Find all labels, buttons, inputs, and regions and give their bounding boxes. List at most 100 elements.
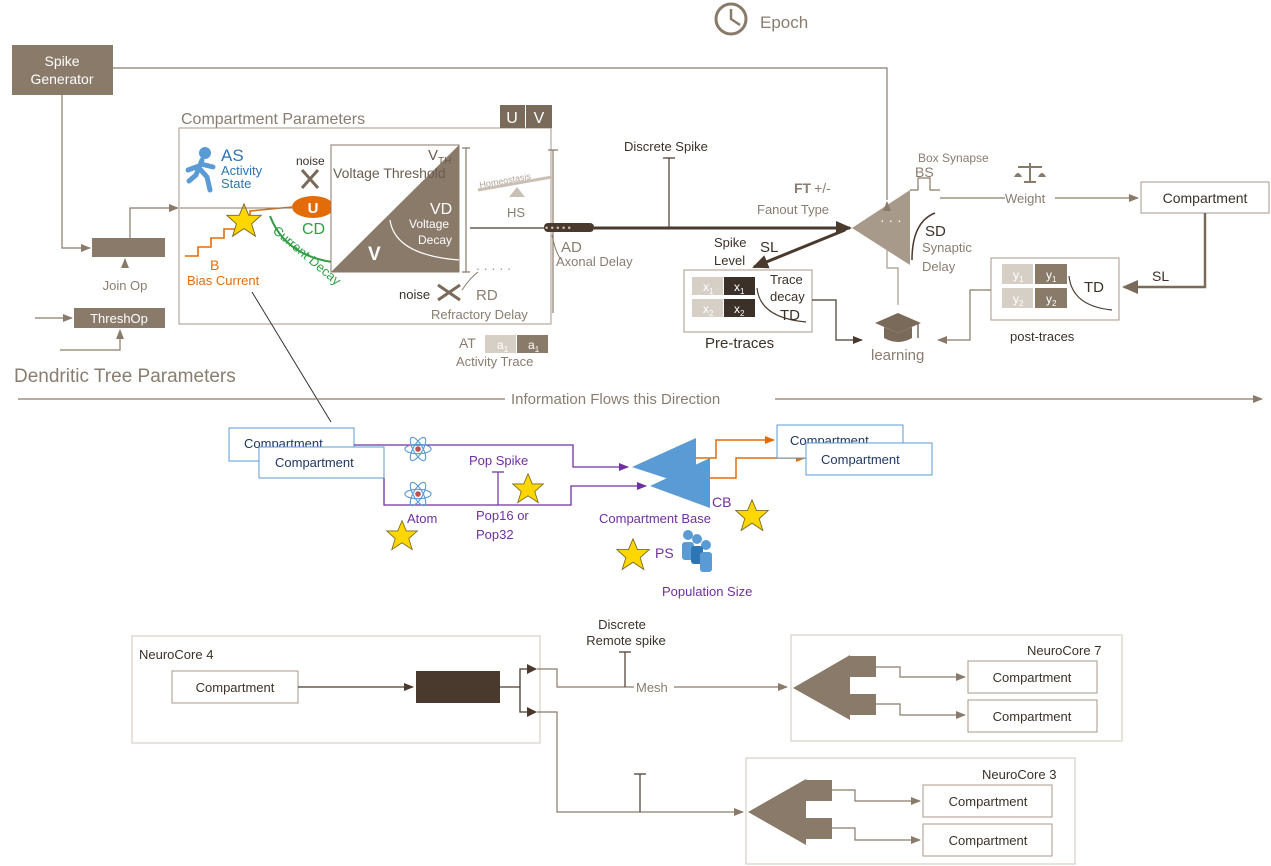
spike-level-arrow [752,228,846,269]
nc3-compartment-box-1 [922,784,1053,818]
pre-traces-to-learning-wire [812,299,863,344]
star-icon [512,473,544,504]
people-icon [682,530,712,572]
nc7-compartment-label-2: Compartment [993,709,1072,724]
y1-cell-1-text: y1 [1013,268,1024,284]
as-line2: State [221,176,251,191]
synapse-dots: · · · [880,212,902,228]
population-size-label: Population Size [662,584,752,599]
nc3-synapse-triangle [748,779,806,845]
as-line1: Activity [221,163,263,178]
vd-abbr: VD [430,201,452,218]
nc7-compartment-box-1 [967,660,1098,694]
ad-abbr: AD [561,239,582,256]
x2-cell-2-text: x2 [734,302,745,318]
u-circle-label: U [308,200,319,217]
activity-trace-cell-1 [485,335,516,353]
bias-to-compartment-line [251,291,332,423]
compartment-parameters-title: Compartment Parameters [181,111,365,128]
thresh-input-wire-2 [60,329,124,351]
sd-abbr: SD [925,223,946,240]
nc4-output-block [416,671,500,703]
fanout-type-label: Fanout Type [757,202,829,217]
pop16-label: Pop16 or [476,508,529,523]
v-tab [526,105,552,128]
post-traces-to-learning-wire [937,289,991,344]
noise-label-u: noise [296,154,325,168]
discrete-remote-line1: Discrete [598,617,646,632]
nc3-wire [537,711,744,816]
vth-label: VTH [428,147,451,167]
box-synapse-pulse [910,177,940,191]
nc4-fork-arrow-bottom [527,707,537,717]
y2-cell-1-text: y2 [1013,292,1024,308]
remote-spike-marker [619,651,631,687]
neurocore-7-label: NeuroCore 7 [1027,643,1101,658]
nc4-compartment-label: Compartment [196,680,275,695]
atom-icon [404,479,432,509]
nc7-compartment-label-1: Compartment [993,670,1072,685]
spike-generator-box [12,45,113,95]
balance-icon [477,175,553,197]
activity-trace-label: Activity Trace [456,354,533,369]
b-abbr: B [210,257,219,273]
discrete-spike-label: Discrete Spike [624,139,708,154]
nc3-compartment-box-2 [922,823,1053,857]
y2-cell-2 [1035,288,1067,308]
y2-cell-2-text: y2 [1046,292,1057,308]
sl-left-label: SL [760,239,778,256]
cb-wire-bottom [710,454,806,479]
pre-traces-label: Pre-traces [705,335,774,352]
nc7-synapse-port-bottom [850,694,876,715]
vd-line2: Decay [418,233,452,247]
spike-generator-line2: Generator [30,71,93,87]
pop-spike-marker [492,471,504,505]
spike-level-line2: Level [714,253,745,268]
neurocore-4-label: NeuroCore 4 [139,647,213,662]
u-tab [500,105,525,128]
pop-wire-top [354,444,629,471]
shuffle-icon [437,283,461,302]
nc4-fork-arrow-top [527,664,537,674]
sd-line2: Delay [922,259,956,274]
axonal-delay-pill [544,223,594,232]
threshold-bar [462,147,470,273]
thresh-op-box [74,308,165,328]
x1-cell-2 [724,277,755,295]
refractory-dots: . . . . . [476,257,511,273]
neurocore-3-label: NeuroCore 3 [982,767,1056,782]
info-flow-label: Information Flows this Direction [511,391,720,408]
ps-abbr: PS [655,545,674,561]
trace-decay-line2: decay [770,289,805,304]
nc7-synapse-port-top [850,656,876,677]
post-trace-decay-curve [1068,275,1113,311]
weight-label-bg [1005,190,1055,206]
y1-cell-1 [1002,264,1033,284]
nc3-wire-bottom [832,827,921,844]
target-compartment-label: Compartment [1163,190,1248,206]
v-big-label: V [368,244,381,265]
voltage-threshold-label: Voltage Threshold [333,165,446,181]
sl-feedback-wire [1122,213,1207,294]
graduation-cap-icon [875,313,921,342]
epoch-label: Epoch [760,13,808,32]
star-icon [735,499,769,531]
as-abbr: AS [221,146,244,165]
spike-to-join-wire [61,95,91,252]
star-icon [616,538,650,570]
nc3-compartment-label-1: Compartment [949,794,1028,809]
ft-label: FT+/- [794,180,831,196]
discrete-remote-line2: Remote spike [586,633,665,648]
compartment-base-label: Compartment Base [599,511,711,526]
thresh-op-label: ThreshOp [90,311,148,326]
synapse-triangle [852,190,910,265]
nc7-wire-bottom [876,703,966,719]
cb-abbr: CB [712,494,731,510]
nc3-spike-marker [634,773,646,812]
spike-level-line1: Spike [714,235,747,250]
noise-label-rd: noise [399,287,430,302]
learning-to-synapse-wire [883,201,899,305]
bs-abbr: BS [915,164,934,180]
target-compartment-box [1140,181,1270,214]
